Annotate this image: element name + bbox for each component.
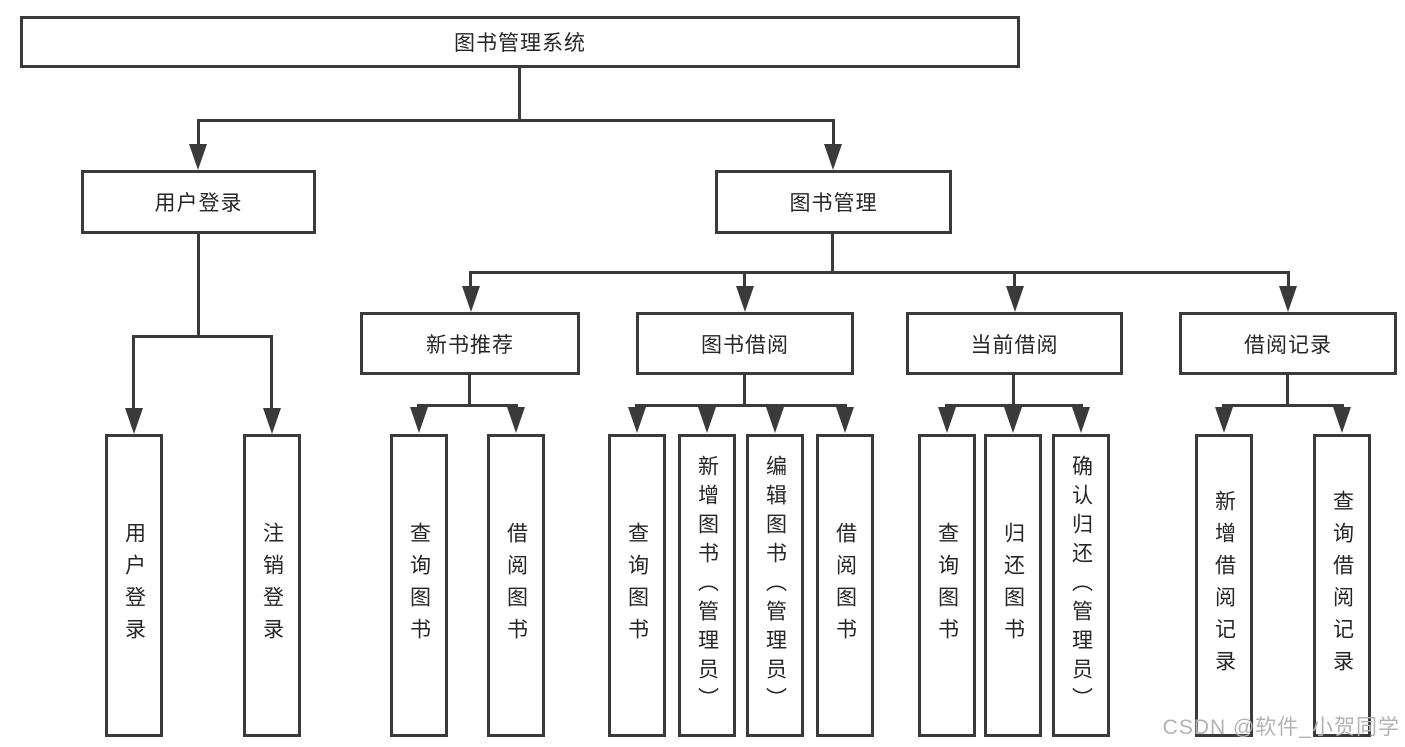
arrow-down-icon bbox=[766, 407, 784, 433]
arrow-down-icon bbox=[410, 407, 428, 433]
connector-line bbox=[417, 404, 518, 407]
connector-line bbox=[945, 404, 1083, 407]
leaf-label: 查询借阅记录 bbox=[1330, 489, 1354, 682]
connector-line bbox=[743, 375, 746, 407]
leaf-query-books-current: 查询图书 bbox=[918, 434, 976, 737]
connector-line bbox=[132, 335, 135, 410]
arrow-down-icon bbox=[189, 144, 207, 170]
node-current-borrowing: 当前借阅 bbox=[906, 312, 1123, 375]
leaf-add-books-admin: 新增图书（管理员） bbox=[678, 434, 736, 737]
arrow-down-icon bbox=[698, 407, 716, 433]
csdn-watermark: CSDN @软件_小贺同学 bbox=[1162, 716, 1400, 739]
connector-line bbox=[1013, 271, 1016, 289]
arrow-down-icon bbox=[1072, 407, 1090, 433]
leaf-label: 编辑图书（管理员） bbox=[763, 455, 787, 716]
leaf-label: 查询图书 bbox=[407, 521, 431, 650]
connector-line bbox=[197, 234, 200, 338]
node-book-management: 图书管理 bbox=[715, 170, 952, 234]
leaf-label: 用户登录 bbox=[122, 521, 146, 650]
arrow-down-icon bbox=[462, 286, 480, 312]
connector-line bbox=[831, 234, 834, 274]
leaf-label: 注销登录 bbox=[260, 521, 284, 650]
connector-line bbox=[832, 119, 835, 149]
arrow-down-icon bbox=[1006, 286, 1024, 312]
connector-line bbox=[1222, 404, 1344, 407]
arrow-down-icon bbox=[836, 407, 854, 433]
leaf-edit-books-admin: 编辑图书（管理员） bbox=[746, 434, 804, 737]
leaf-label: 查询图书 bbox=[935, 521, 959, 650]
leaf-query-books-borrowing: 查询图书 bbox=[608, 434, 666, 737]
leaf-return-books: 归还图书 bbox=[984, 434, 1042, 737]
leaf-borrow-books-recommend: 借阅图书 bbox=[487, 434, 545, 737]
arrow-down-icon bbox=[824, 144, 842, 170]
connector-line bbox=[1287, 271, 1290, 289]
connector-line bbox=[468, 375, 471, 407]
leaf-confirm-return-admin: 确认归还（管理员） bbox=[1052, 434, 1110, 737]
leaf-label: 归还图书 bbox=[1001, 521, 1025, 650]
arrow-down-icon bbox=[628, 407, 646, 433]
arrow-down-icon bbox=[1004, 407, 1022, 433]
leaf-label: 新增图书（管理员） bbox=[695, 455, 719, 716]
connector-line bbox=[1012, 375, 1015, 407]
connector-line bbox=[1286, 375, 1289, 407]
arrow-down-icon bbox=[507, 407, 525, 433]
connector-line bbox=[743, 271, 746, 289]
leaf-label: 新增借阅记录 bbox=[1212, 489, 1236, 682]
connector-line bbox=[518, 68, 521, 122]
connector-line bbox=[469, 271, 472, 289]
arrow-down-icon bbox=[263, 408, 281, 434]
arrow-down-icon bbox=[125, 408, 143, 434]
arrow-down-icon bbox=[938, 407, 956, 433]
arrow-down-icon bbox=[1333, 407, 1351, 433]
arrow-down-icon bbox=[1215, 407, 1233, 433]
leaf-label: 确认归还（管理员） bbox=[1069, 455, 1093, 716]
leaf-user-login: 用户登录 bbox=[105, 434, 163, 737]
leaf-query-borrow-record: 查询借阅记录 bbox=[1313, 434, 1371, 737]
node-borrow-records: 借阅记录 bbox=[1179, 312, 1397, 375]
connector-line bbox=[197, 119, 835, 122]
leaf-add-borrow-record: 新增借阅记录 bbox=[1195, 434, 1253, 737]
connector-line bbox=[270, 335, 273, 410]
node-user-login: 用户登录 bbox=[81, 170, 316, 234]
arrow-down-icon bbox=[1279, 286, 1297, 312]
leaf-query-books-recommend: 查询图书 bbox=[390, 434, 448, 737]
leaf-label: 借阅图书 bbox=[833, 521, 857, 650]
leaf-label: 借阅图书 bbox=[504, 521, 528, 650]
node-library-management-system: 图书管理系统 bbox=[20, 16, 1020, 68]
leaf-label: 查询图书 bbox=[625, 521, 649, 650]
connector-line bbox=[469, 271, 1290, 274]
leaf-logout: 注销登录 bbox=[243, 434, 301, 737]
arrow-down-icon bbox=[736, 286, 754, 312]
node-new-book-recommend: 新书推荐 bbox=[360, 312, 580, 375]
leaf-borrow-books-borrowing: 借阅图书 bbox=[816, 434, 874, 737]
connector-line bbox=[197, 119, 200, 149]
connector-line bbox=[132, 335, 273, 338]
node-book-borrowing: 图书借阅 bbox=[636, 312, 854, 375]
connector-line bbox=[635, 404, 847, 407]
